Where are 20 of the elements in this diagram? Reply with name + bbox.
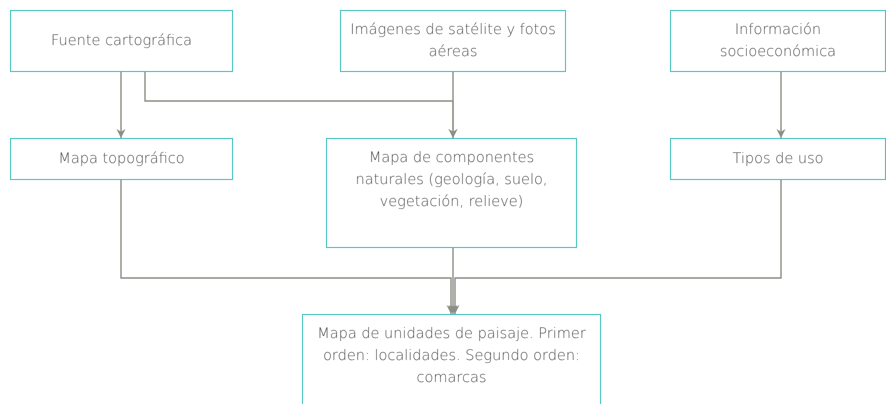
process-box xyxy=(326,138,577,248)
box-label: Mapa topográfico xyxy=(58,150,185,169)
box-label: Mapa de componentes naturales (geología, suelo, vegetación, relieve) xyxy=(354,149,548,212)
box-label: Imágenes de satélite y fotos aéreas xyxy=(349,21,557,62)
process-box xyxy=(10,138,233,180)
arrow xyxy=(120,180,456,314)
box-label: Tipos de uso xyxy=(732,150,824,169)
process-box xyxy=(10,10,233,72)
arrow xyxy=(448,72,458,138)
box-label: Mapa de unidades de paisaje. Primer orden: localidades. Segundo orden: comarcas xyxy=(316,325,587,388)
process-box xyxy=(670,10,886,72)
box-label: Fuente cartográfica xyxy=(51,32,192,51)
process-box xyxy=(670,138,886,180)
arrow xyxy=(776,72,786,138)
box-label: Información socioeconómica xyxy=(718,21,838,62)
arrow xyxy=(116,72,126,138)
arrow xyxy=(448,248,458,314)
arrow xyxy=(450,180,782,314)
process-box xyxy=(302,314,601,404)
process-box xyxy=(340,10,566,72)
